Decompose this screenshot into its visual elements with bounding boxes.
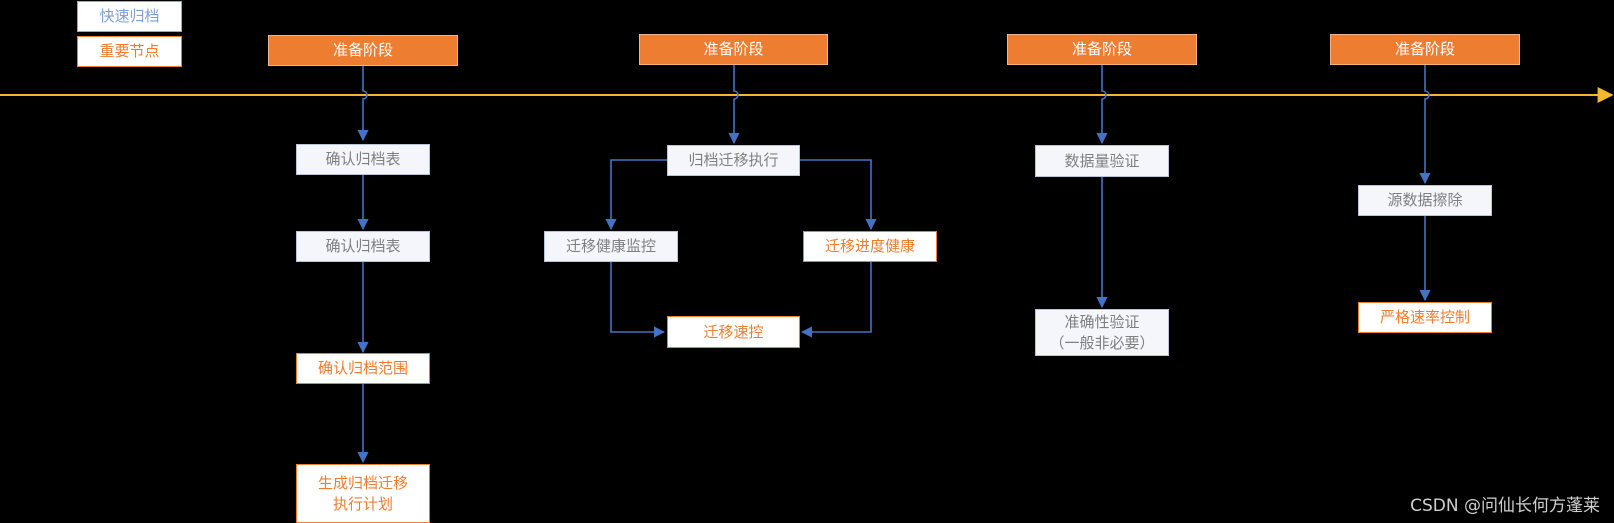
edge-stage4-to-erase	[1419, 65, 1431, 185]
node-migration-health-monitor: 迁移健康监控	[544, 231, 678, 262]
node-generate-migration-plan: 生成归档迁移 执行计划	[296, 464, 430, 523]
node-confirm-archive-scope: 确认归档范围	[296, 353, 430, 384]
stage-header-3: 准备阶段	[1007, 34, 1197, 65]
edge-exec-to-monitor	[605, 159, 667, 231]
node-archive-migration-exec: 归档迁移执行	[667, 145, 800, 176]
edge-progress-to-speed	[800, 262, 872, 338]
node-migration-speed-control: 迁移速控	[667, 316, 800, 348]
node-accuracy-check: 准确性验证 （一般非必要）	[1035, 309, 1169, 356]
edge-stage3-to-volume	[1096, 65, 1108, 145]
node-data-volume-check: 数据量验证	[1035, 145, 1169, 177]
edge-monitor-to-speed	[610, 262, 666, 338]
node-strict-rate-control: 严格速率控制	[1358, 302, 1492, 333]
node-migration-progress-health: 迁移进度健康	[803, 231, 937, 262]
stage-header-1: 准备阶段	[268, 35, 458, 66]
edge-stage2-to-exec	[728, 65, 740, 145]
legend-key-node: 重要节点	[77, 36, 182, 67]
node-source-data-erase: 源数据擦除	[1358, 185, 1492, 216]
node-confirm-archive-table-1: 确认归档表	[296, 144, 430, 175]
csdn-watermark: CSDN @问仙长何方蓬莱	[1410, 496, 1600, 516]
stage-header-2: 准备阶段	[639, 34, 828, 65]
stage-header-4: 准备阶段	[1330, 34, 1520, 65]
legend-fast-archive: 快速归档	[77, 1, 182, 32]
node-confirm-archive-table-2: 确认归档表	[296, 231, 430, 262]
edge-exec-to-progress	[799, 159, 877, 231]
edge-stage1-to-confirm1	[357, 66, 369, 142]
